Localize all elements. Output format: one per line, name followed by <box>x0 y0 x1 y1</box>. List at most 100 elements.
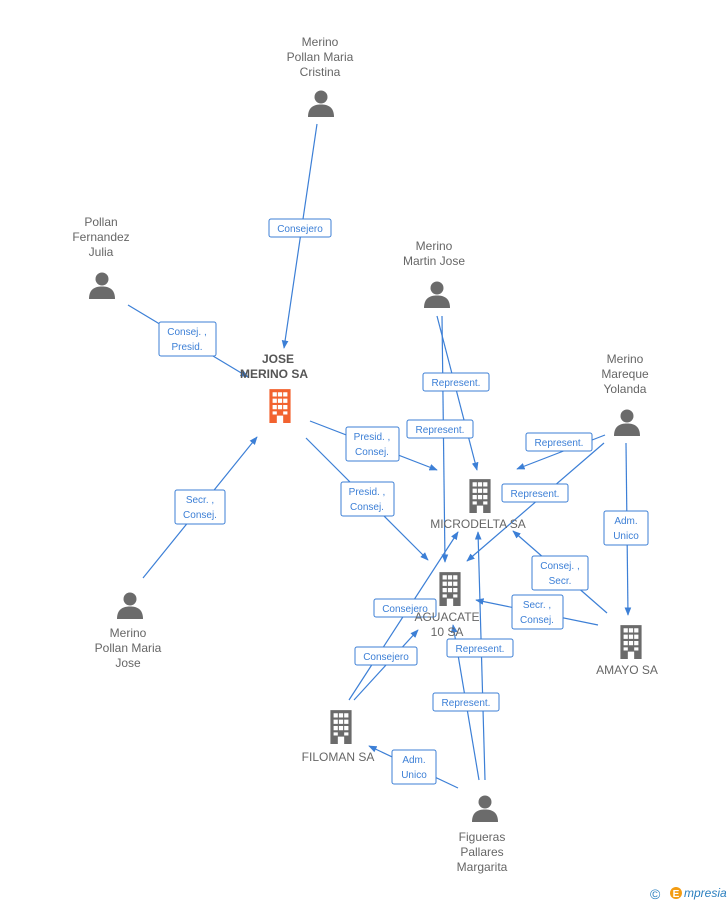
node-label: Cristina <box>300 65 341 79</box>
node-amayo-sa[interactable]: AMAYO SA <box>596 625 658 677</box>
node-label: Merino <box>302 35 339 49</box>
edge-label-represent: Represent. <box>446 638 514 658</box>
building-icon <box>469 479 491 513</box>
edge-labels: Consejero Consej. , Presid. Secr. , Cons… <box>158 218 649 785</box>
node-label: Figueras <box>459 830 506 844</box>
node-label: Jose <box>115 656 141 670</box>
node-label: Julia <box>89 245 114 259</box>
edge-label-secr-consej: Secr. , Consej. <box>174 489 226 525</box>
edge-label-consejero: Consejero <box>268 218 332 238</box>
edge-label-box <box>501 483 569 503</box>
node-filoman-sa[interactable]: FILOMAN SA <box>302 710 375 764</box>
node-label: Merino <box>416 239 453 253</box>
edge-label-text: Consejero <box>277 224 323 235</box>
edge-label-text: Represent. <box>456 644 505 655</box>
node-merino-pollan-maria-cristina[interactable]: Merino Pollan Maria Cristina <box>287 35 354 117</box>
edge-label-represent: Represent. <box>432 692 500 712</box>
edge-label-box <box>603 510 649 546</box>
person-icon <box>308 90 334 117</box>
person-icon <box>424 281 450 308</box>
node-label: AGUACATE <box>414 610 479 624</box>
edge-label-box <box>268 218 332 238</box>
building-icon <box>620 625 642 659</box>
node-label: 10 SA <box>431 625 464 639</box>
node-label: Fernandez <box>72 230 129 244</box>
person-icon <box>117 592 143 619</box>
empresia-logo[interactable]: © E mpresia <box>650 886 727 902</box>
edge-label-text: Adm. <box>402 755 425 766</box>
node-merino-martin-jose[interactable]: Merino Martin Jose <box>403 239 465 308</box>
edge-label-consej-secr: Consej. , Secr. <box>531 555 589 591</box>
node-label: Yolanda <box>604 382 647 396</box>
edge-label-text: Consej. <box>183 510 217 521</box>
building-icon <box>439 572 461 606</box>
building-icon <box>330 710 352 744</box>
node-merino-mareque-yolanda[interactable]: Merino Mareque Yolanda <box>601 352 649 436</box>
edge-label-text: Represent. <box>416 425 465 436</box>
edge-label-represent: Represent. <box>422 372 490 392</box>
node-label: MICRODELTA SA <box>430 517 526 531</box>
edge-label-text: Secr. <box>549 576 572 587</box>
logo-mark <box>670 887 682 899</box>
node-label: Pallares <box>460 845 503 859</box>
node-label: Pollan Maria <box>287 50 354 64</box>
person-icon <box>472 795 498 822</box>
edge-label-text: Represent. <box>432 378 481 389</box>
edge-label-text: Consej. <box>350 502 384 513</box>
edge-label-consej-presid: Consej. , Presid. <box>158 321 217 357</box>
node-microdelta-sa[interactable]: MICRODELTA SA <box>430 479 526 531</box>
node-figueras-pallares-margarita[interactable]: Figueras Pallares Margarita <box>457 795 508 875</box>
edge-label-consejero: Consejero <box>354 646 418 666</box>
edge-label-consejero: Consejero <box>373 598 437 618</box>
edge-label-box <box>345 426 400 462</box>
edge-label-text: Represent. <box>442 698 491 709</box>
edge-label-text: Consej. <box>355 447 389 458</box>
node-label: FILOMAN SA <box>302 750 375 764</box>
node-label: Mareque <box>601 367 649 381</box>
edge-label-represent: Represent. <box>501 483 569 503</box>
edge-label-box <box>432 692 500 712</box>
edge-label-adm-unico: Adm. Unico <box>391 749 437 785</box>
edge-label-box <box>531 555 589 591</box>
node-label: Pollan <box>84 215 117 229</box>
edge-label-box <box>422 372 490 392</box>
edge-label-text: Adm. <box>614 516 637 527</box>
edge-label-text: Unico <box>613 531 639 542</box>
edge-label-box <box>354 646 418 666</box>
edge-label-secr-consej: Secr. , Consej. <box>511 594 564 630</box>
edge-label-text: Consej. , <box>167 327 206 338</box>
edge-label-box <box>406 419 474 439</box>
edge-label-box <box>373 598 437 618</box>
edge-label-text: Represent. <box>511 489 560 500</box>
edge-label-box <box>511 594 564 630</box>
logo-text: mpresia <box>684 886 727 900</box>
node-merino-pollan-maria-jose[interactable]: Merino Pollan Maria Jose <box>95 592 162 671</box>
edge-label-box <box>525 432 593 452</box>
edge-label-text: Presid. , <box>354 432 391 443</box>
node-pollan-fernandez-julia[interactable]: Pollan Fernandez Julia <box>72 215 130 299</box>
edge-line-martin-aguacate <box>441 315 449 563</box>
edge-label-text: Consej. , <box>540 561 579 572</box>
node-label: Pollan Maria <box>95 641 162 655</box>
node-label: Merino <box>607 352 644 366</box>
edge-label-presid-consej: Presid. , Consej. <box>340 481 395 517</box>
edge-label-text: Consej. <box>520 615 554 626</box>
edge-label-text: Represent. <box>535 438 584 449</box>
person-icon <box>614 409 640 436</box>
edge-label-text: Consejero <box>363 652 409 663</box>
edge-label-text: Presid. <box>171 342 202 353</box>
node-label: JOSE <box>262 352 294 366</box>
building-icon <box>269 389 291 423</box>
node-jose-merino-sa[interactable]: JOSE MERINO SA <box>240 352 308 423</box>
node-label: Margarita <box>457 860 508 874</box>
node-label: Martin Jose <box>403 254 465 268</box>
edge-label-box <box>174 489 226 525</box>
edge-label-adm-unico: Adm. Unico <box>603 510 649 546</box>
edge-label-box <box>158 321 217 357</box>
edge-label-box <box>391 749 437 785</box>
edge-label-text: Secr. , <box>186 495 214 506</box>
node-aguacate-10-sa[interactable]: AGUACATE 10 SA <box>414 572 480 639</box>
edge-label-box <box>340 481 395 517</box>
node-label: AMAYO SA <box>596 663 658 677</box>
